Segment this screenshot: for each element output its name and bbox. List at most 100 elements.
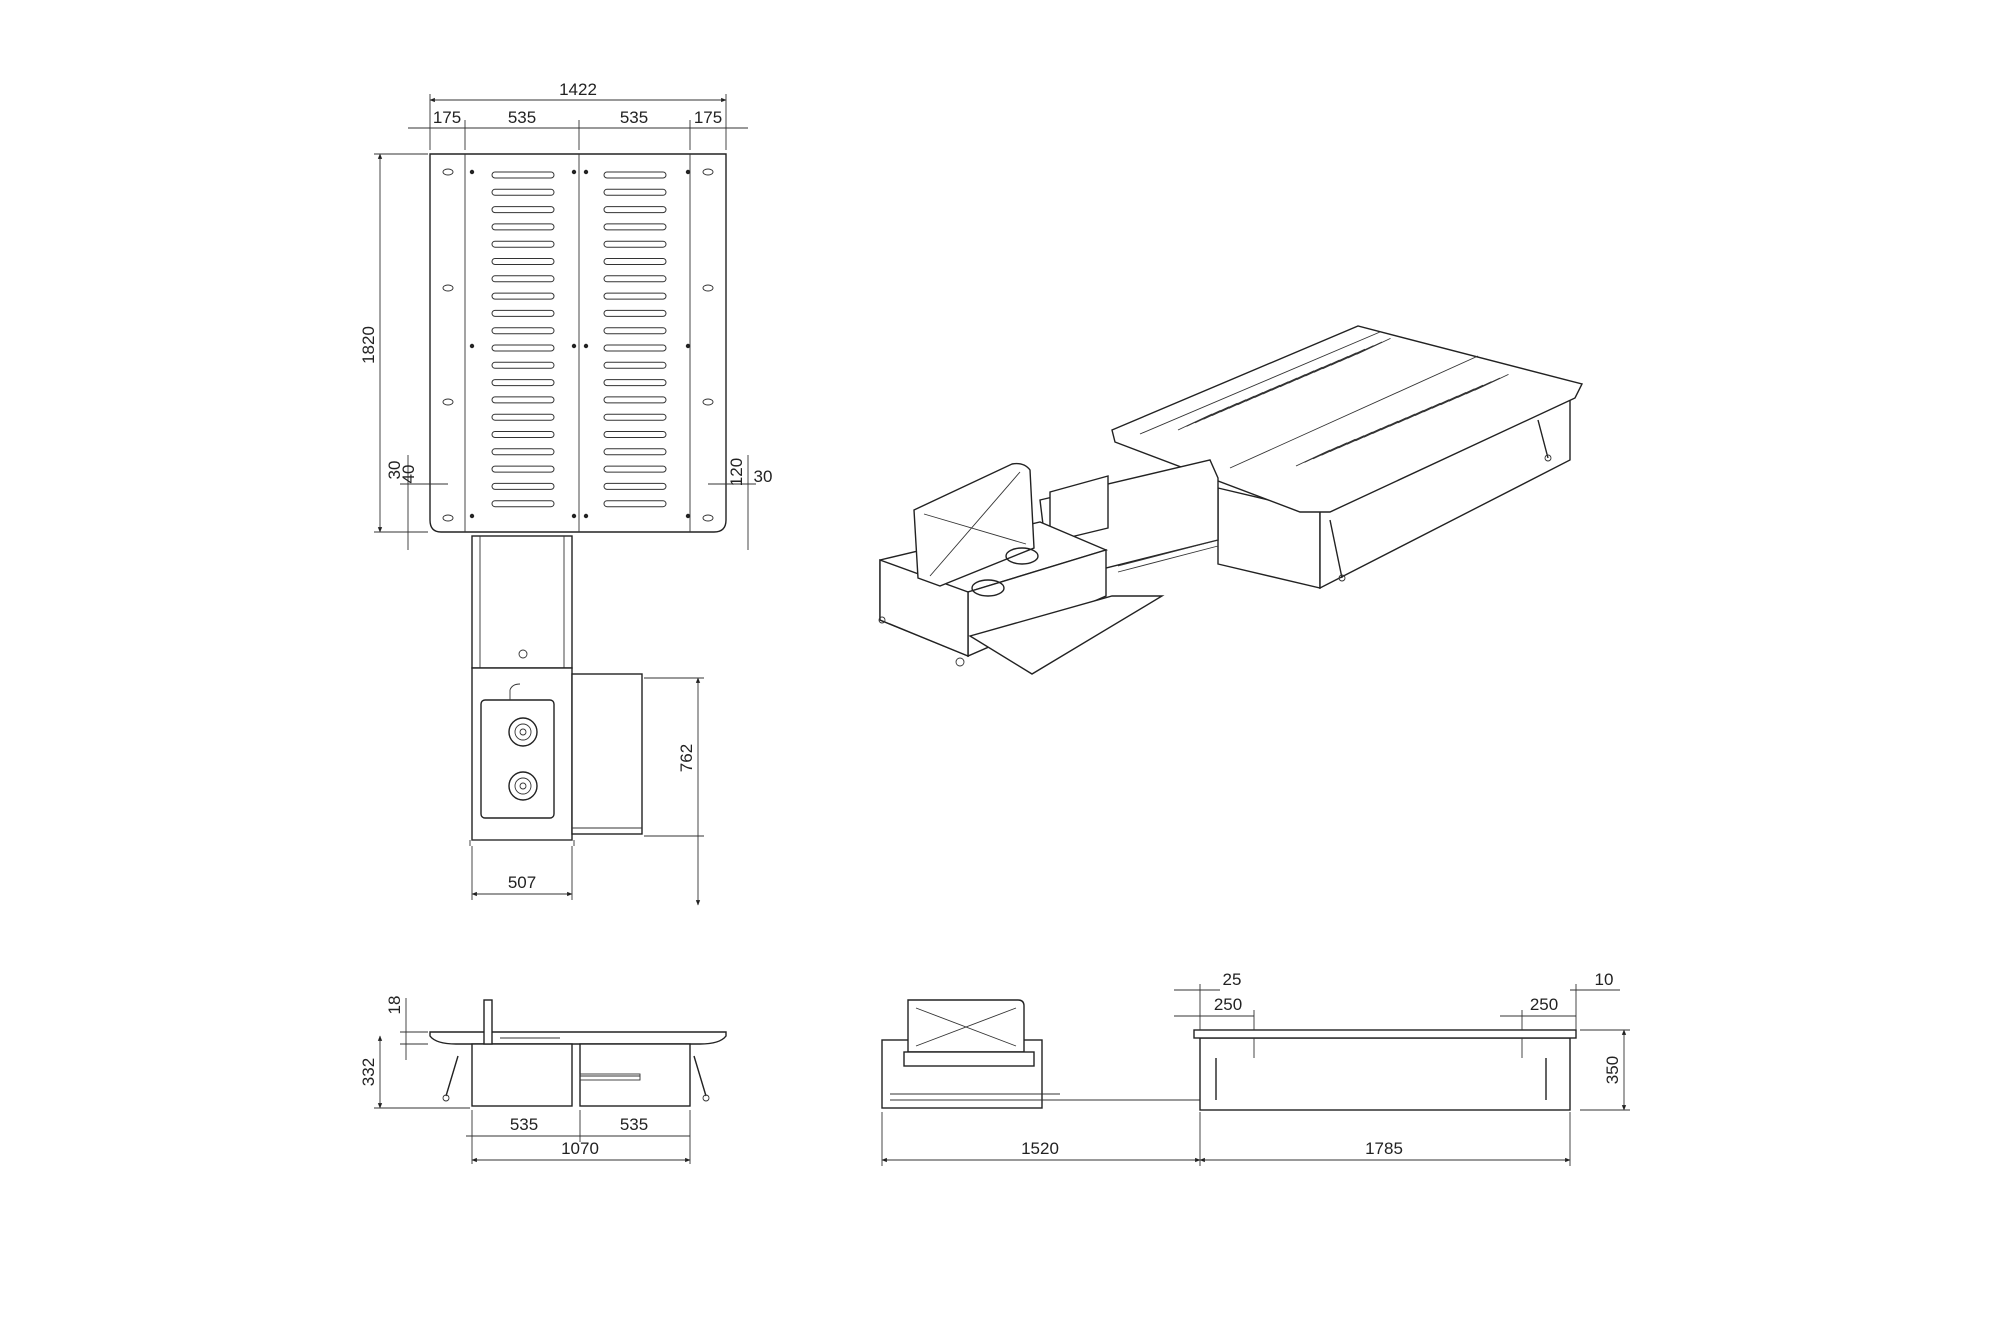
mounting-holes — [442, 168, 714, 522]
hinge-mark — [702, 284, 714, 292]
side-shelf-top-view — [571, 673, 643, 835]
dim-side-bed-length: 1785 — [1365, 1139, 1403, 1158]
dim-front-seg-right: 535 — [620, 1115, 648, 1134]
dim-front-top-thickness: 18 — [385, 996, 404, 1015]
dim-kitchen-depth: 762 — [677, 744, 696, 772]
vent-slot — [491, 223, 555, 231]
mounting-hole — [469, 513, 475, 519]
bed-platform-top — [429, 153, 727, 533]
hinge-mark — [702, 168, 714, 176]
dim-front-total: 1070 — [561, 1139, 599, 1158]
mounting-hole — [469, 169, 475, 175]
dim-right-small-b: 30 — [754, 467, 773, 486]
vent-slot — [603, 206, 667, 214]
dim-left-small-a: 30 — [385, 461, 404, 480]
vent-slot — [603, 258, 667, 265]
fold-out-tray-iso — [968, 595, 1165, 675]
dim-front-seg-left: 535 — [510, 1115, 538, 1134]
dim-side-right-10: 10 — [1595, 970, 1614, 989]
dim-side-right-250: 250 — [1530, 995, 1558, 1014]
vent-slot — [603, 379, 667, 387]
vent-slot — [491, 188, 555, 196]
vent-slot — [603, 309, 667, 317]
mounting-hole — [685, 513, 691, 519]
dim-left-small-b: 40 — [399, 465, 418, 484]
vent-slot — [603, 448, 667, 456]
vent-slot — [491, 431, 555, 438]
bed-box-side — [1199, 1037, 1571, 1111]
dim-side-drawer-length: 1520 — [1021, 1139, 1059, 1158]
mounting-hole — [583, 343, 589, 349]
vent-slot — [1356, 337, 1391, 355]
stove-top-view — [480, 699, 555, 819]
vent-slot — [491, 258, 555, 265]
drawer-top-view — [471, 535, 573, 669]
vent-slot — [603, 465, 667, 473]
vent-slot — [491, 327, 555, 335]
front-view: 18 332 535 535 1070 — [359, 996, 727, 1164]
dim-right-small-a: 120 — [727, 458, 746, 486]
dim-side-left-250: 250 — [1214, 995, 1242, 1014]
dim-front-height: 332 — [359, 1058, 378, 1086]
hinge-mark — [442, 168, 454, 176]
burner-icon — [508, 717, 538, 747]
hinge-mark — [442, 284, 454, 292]
vent-slot — [603, 344, 667, 352]
mounting-hole — [571, 513, 577, 519]
vent-slot — [603, 413, 667, 421]
vent-slot — [603, 482, 667, 490]
vent-slot — [491, 396, 555, 404]
vent-slots-right — [603, 171, 667, 508]
hinge-mark — [702, 514, 714, 522]
mounting-hole — [583, 513, 589, 519]
top-view: 1422 175 535 535 175 1820 30 40 120 30 7… — [359, 80, 773, 906]
vent-slot — [603, 361, 667, 369]
dim-side-height: 350 — [1603, 1056, 1622, 1084]
isometric-view — [878, 325, 1584, 675]
burner-icon — [508, 771, 538, 801]
mounting-hole — [469, 343, 475, 349]
bed-platform-iso — [1111, 325, 1584, 513]
vent-slot — [603, 396, 667, 404]
mounting-hole — [571, 169, 577, 175]
dim-kitchen-width: 507 — [508, 873, 536, 892]
side-view: 25 250 10 250 350 1520 1785 — [881, 970, 1630, 1166]
vent-slot — [603, 188, 667, 196]
vent-slot — [603, 240, 667, 248]
vent-slot — [491, 448, 555, 456]
vent-slot — [491, 275, 555, 283]
mounting-hole — [685, 343, 691, 349]
mounting-hole — [583, 169, 589, 175]
vent-slot — [603, 327, 667, 335]
dim-seg-left-inner: 535 — [508, 108, 536, 127]
burner-icon — [1005, 547, 1039, 565]
vent-slot — [1474, 373, 1509, 391]
vent-slot — [491, 292, 555, 300]
vent-slots-iso — [1177, 337, 1509, 467]
vent-slot — [491, 465, 555, 473]
dim-seg-left-outer: 175 — [433, 108, 461, 127]
vent-slot — [491, 482, 555, 490]
vent-slot — [603, 500, 667, 508]
vent-slot — [603, 292, 667, 300]
vent-slot — [491, 240, 555, 248]
vent-slot — [491, 344, 555, 352]
vent-slot — [603, 275, 667, 283]
dim-seg-right-outer: 175 — [694, 108, 722, 127]
vent-slot — [491, 361, 555, 369]
vent-slots-left — [491, 171, 555, 508]
vent-slot — [603, 431, 667, 438]
dim-height: 1820 — [359, 326, 378, 364]
dim-seg-right-inner: 535 — [620, 108, 648, 127]
vent-slot — [491, 206, 555, 214]
vent-slot — [491, 309, 555, 317]
vent-slot — [491, 500, 555, 508]
dim-width-total: 1422 — [559, 80, 597, 99]
hinge-mark — [442, 398, 454, 406]
mounting-hole — [571, 343, 577, 349]
vent-slot — [491, 171, 555, 179]
vent-slot — [491, 379, 555, 387]
dim-side-left-25: 25 — [1223, 970, 1242, 989]
stove-windscreen-side — [907, 999, 1025, 1053]
